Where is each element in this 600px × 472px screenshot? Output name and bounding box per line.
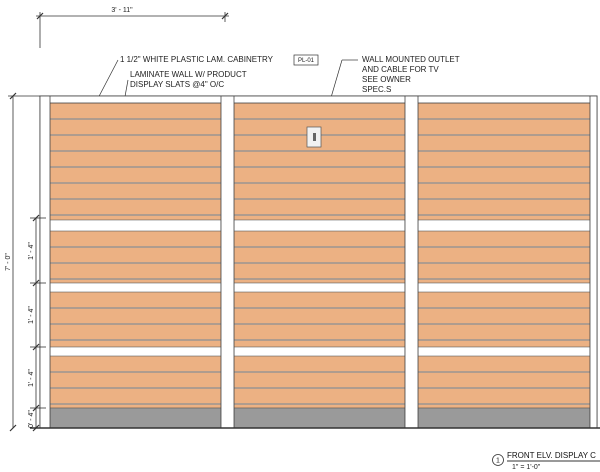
detail-number-circle — [492, 454, 504, 466]
outlet-note-line3: SEE OWNER — [362, 75, 411, 84]
shelf — [233, 282, 406, 293]
shelf — [49, 219, 222, 232]
laminate-panel — [49, 291, 222, 348]
drawing-title: FRONT ELV. DISPLAY C — [507, 451, 596, 460]
cabinet-post — [589, 95, 598, 429]
shelf — [233, 219, 406, 232]
overall-height-label: 7' - 0" — [5, 253, 12, 271]
title-block: 1 FRONT ELV. DISPLAY C 1" = 1'-0" — [492, 451, 600, 471]
cabinet-post — [39, 95, 51, 429]
base-kick-panel — [417, 407, 591, 429]
cabinetry-note: 1 1/2" WHITE PLASTIC LAM. CABINETRY — [120, 55, 274, 64]
top-width-label: 3' - 11" — [111, 7, 133, 14]
white-shelves — [49, 219, 591, 357]
outlet-note-line2: AND CABLE FOR TV — [362, 65, 439, 74]
cabinetry-tag-box — [293, 54, 319, 66]
laminate-panel — [417, 230, 591, 284]
detail-number: 1 — [496, 458, 500, 465]
laminate-panel — [233, 230, 406, 284]
base-kick-panel — [233, 407, 406, 429]
section-1-label: 1' - 4" — [28, 242, 35, 260]
laminate-panel — [233, 291, 406, 348]
laminate-note-line2: DISPLAY SLATS @4" O/C — [130, 80, 224, 89]
outlet-note-line4: SPEC.S — [362, 85, 391, 94]
laminate-note-line1: LAMINATE WALL W/ PRODUCT — [130, 70, 247, 79]
outlet-note-line1: WALL MOUNTED OUTLET — [362, 55, 460, 64]
base-kick — [49, 407, 591, 429]
base-kick-panel — [49, 407, 222, 429]
shelf — [417, 219, 591, 232]
shelf — [49, 282, 222, 293]
cabinet-post — [404, 95, 419, 429]
cabinetry-tag: PL-01 — [298, 58, 315, 64]
laminate-panel — [49, 102, 222, 221]
laminate-panel — [417, 355, 591, 409]
base-label: 0' - 4" — [28, 410, 35, 428]
laminate-panel — [417, 291, 591, 348]
laminate-panel — [233, 355, 406, 409]
laminate-panel — [49, 230, 222, 284]
laminate-panel — [233, 102, 406, 221]
display-wall-elevation — [30, 95, 600, 429]
laminate-panel — [417, 102, 591, 221]
shelf — [49, 346, 222, 357]
shelf — [417, 282, 591, 293]
display-slats — [50, 118, 590, 405]
shelf — [233, 346, 406, 357]
laminate-panels — [49, 102, 591, 409]
section-3-label: 1' - 4" — [28, 369, 35, 387]
top-cap — [39, 95, 598, 104]
laminate-panel — [49, 355, 222, 409]
cabinet-post — [220, 95, 235, 429]
shelf — [417, 346, 591, 357]
vertical-dimensions — [8, 92, 46, 432]
tv-outlet-icon — [313, 133, 316, 141]
drawing-scale: 1" = 1'-0" — [512, 464, 541, 471]
top-width-dimension: 3' - 11" — [36, 7, 229, 48]
section-2-label: 1' - 4" — [28, 306, 35, 324]
cabinet-posts — [39, 95, 598, 429]
